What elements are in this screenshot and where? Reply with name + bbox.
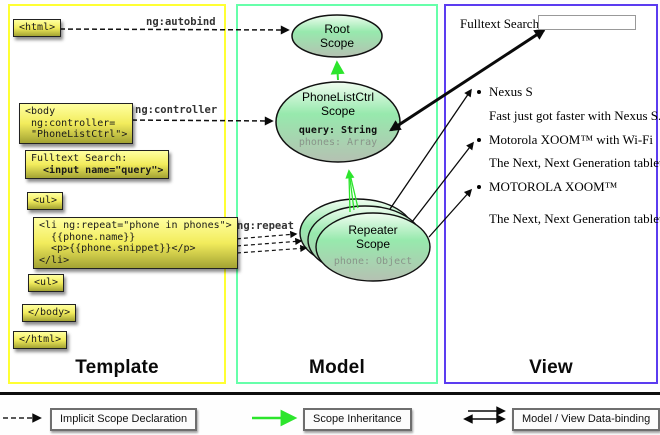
code-ul-close: <ul>	[28, 274, 65, 292]
code-fulltext-label: Fulltext Search:	[31, 153, 128, 164]
ng-autobind-label: ng:autobind	[146, 16, 216, 28]
repeater-binding-arrow-3	[428, 188, 473, 238]
legend-implicit-scope-declaration: Implicit Scope Declaration	[50, 408, 198, 431]
code-html-open: <html>	[13, 19, 62, 37]
root-scope-label: Root Scope	[292, 22, 382, 50]
repeater-line2: Scope	[355, 236, 391, 251]
code-body-open: <body ng:controller= "PhoneListCtrl">	[19, 103, 134, 144]
code-fulltext-search: Fulltext Search: <input name="query">	[25, 150, 170, 179]
legend-model-view-data-binding: Model / View Data-binding	[512, 408, 660, 431]
repeater-scope-ellipse-front	[315, 212, 431, 282]
root-scope-line1: Root	[324, 22, 350, 36]
code-html-close: </html>	[13, 331, 68, 349]
view-search-label: Fulltext Search:	[460, 16, 543, 31]
repeater-prop-phone: phone: Object	[333, 256, 413, 267]
code-ul-open: <ul>	[27, 192, 64, 210]
phonelistctrl-prop-phones: phones: Array	[298, 137, 378, 148]
view-item-title: Motorola XOOM™ with Wi-Fi	[489, 132, 654, 147]
bullet-icon	[477, 90, 481, 94]
template-column-title: Template	[75, 357, 159, 378]
phonelistctrl-line2: Scope	[320, 103, 356, 118]
view-item-desc: Fast just got faster with Nexus S.	[489, 108, 660, 123]
repeater-line1: Repeater	[348, 223, 398, 237]
inheritance-arrow-repeater	[345, 169, 355, 211]
inheritance-line-3	[349, 173, 359, 209]
view-item-title: MOTOROLA XOOM™	[489, 179, 618, 194]
view-item-title: Nexus S	[489, 84, 533, 99]
inheritance-line-1	[348, 175, 351, 213]
phonelistctrl-line1: PhoneListCtrl	[301, 90, 375, 104]
fulltext-search-input[interactable]	[538, 15, 636, 30]
code-li-repeat: <li ng:repeat="phone in phones"> {{phone…	[33, 217, 238, 269]
root-scope-ellipse	[291, 14, 383, 58]
phonelistctrl-prop-query: query: String	[298, 125, 378, 136]
view-item-desc: The Next, Next Generation tablet.	[489, 155, 660, 170]
model-column-title: Model	[309, 357, 365, 378]
phonelistctrl-scope-label: PhoneListCtrl Scope query: String phones…	[276, 90, 400, 149]
view-item-desc: The Next, Next Generation tablet.	[489, 211, 660, 226]
inheritance-arrow-root	[330, 60, 345, 81]
ng-autobind-arrow	[51, 25, 290, 35]
ng-controller-arrow	[123, 116, 274, 126]
ng-repeat-arrow-1	[222, 230, 298, 241]
root-scope-line2: Scope	[319, 35, 355, 50]
ng-repeat-arrow-2	[222, 237, 303, 248]
legend-separator	[0, 392, 660, 395]
ng-controller-label: ng:controller	[135, 104, 218, 116]
repeater-binding-arrow-1	[389, 88, 472, 210]
bullet-icon	[477, 138, 481, 142]
query-binding-arrow	[389, 28, 546, 132]
legend-scope-inheritance: Scope Inheritance	[303, 408, 412, 431]
bullet-icon	[477, 185, 481, 189]
view-column-title: View	[529, 357, 573, 378]
code-fulltext-input: <input name="query">	[31, 164, 164, 176]
repeater-binding-arrow-2	[411, 141, 474, 223]
code-body-close: </body>	[22, 304, 77, 322]
repeater-scope-label: Repeater Scope phone: Object	[317, 223, 429, 268]
ng-repeat-label: ng:repeat	[237, 220, 294, 232]
